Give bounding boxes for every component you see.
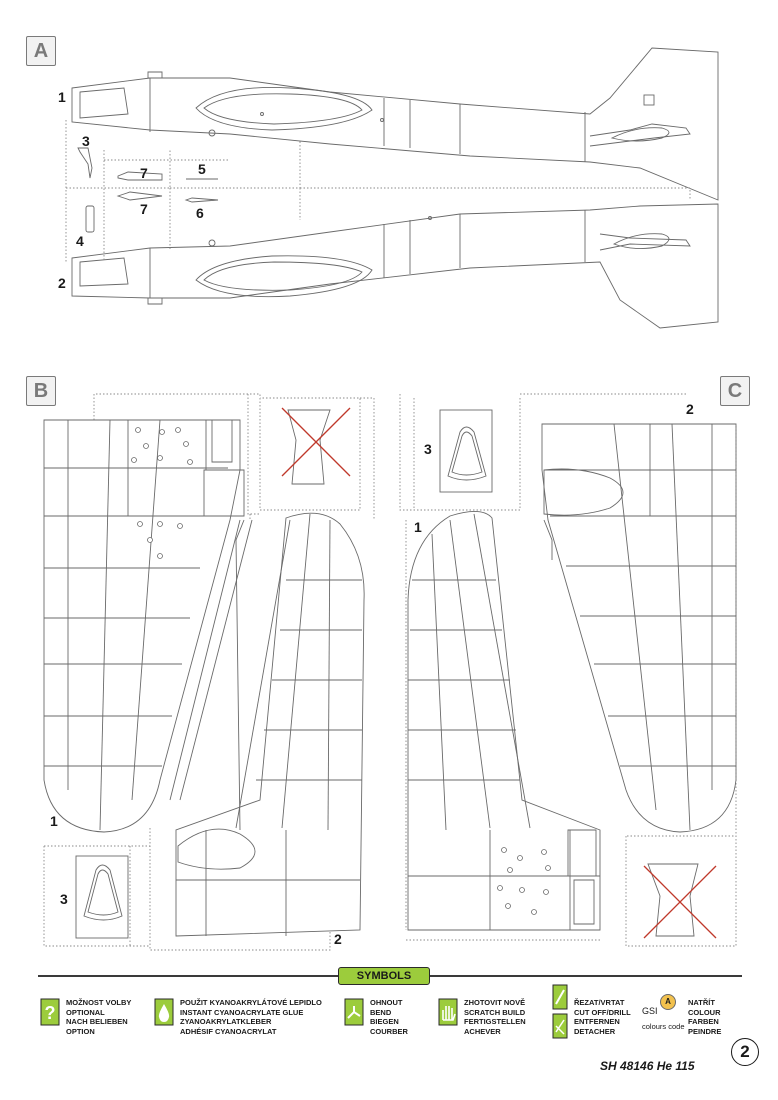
symbol-text-line: POUŽIT KYANOAKRYLÁTOVÉ LEPIDLO bbox=[180, 998, 322, 1007]
part-number-a7-bottom: 7 bbox=[140, 201, 148, 217]
wing-upper-b bbox=[43, 419, 253, 833]
section-label-c: C bbox=[720, 376, 750, 406]
small-parts-a bbox=[77, 147, 219, 233]
part-number-b1: 1 bbox=[50, 813, 58, 829]
wing-lower-b bbox=[175, 512, 365, 937]
page-number: 2 bbox=[731, 1038, 759, 1066]
symbol-optional: ? MOŽNOST VOLBY OPTIONAL NACH BELIEBEN O… bbox=[40, 998, 131, 1036]
question-icon: ? bbox=[40, 998, 60, 1026]
svg-text:?: ? bbox=[45, 1003, 56, 1023]
symbol-text-line: ŘEZAT/VRTAT bbox=[574, 998, 625, 1007]
connector-lines-b bbox=[43, 393, 375, 951]
fuselage-upper-part bbox=[71, 47, 719, 201]
symbols-title: SYMBOLS bbox=[338, 967, 430, 985]
part-number-b2: 2 bbox=[334, 931, 342, 947]
symbol-text-line: OPTION bbox=[66, 1026, 95, 1036]
wing-lower-c bbox=[407, 511, 601, 931]
symbol-bend: OHNOUT BEND BIEGEN COURBER bbox=[344, 998, 408, 1036]
symbol-text-line: ADHÉSIF CYANOACRYLAT bbox=[180, 1026, 277, 1036]
canopy-part-b3 bbox=[75, 855, 129, 939]
part-number-a6: 6 bbox=[196, 205, 204, 221]
part-number-c3: 3 bbox=[424, 441, 432, 457]
panel-holes bbox=[131, 427, 551, 915]
gsi-label: GSI bbox=[642, 1006, 658, 1016]
connector-lines-a bbox=[65, 120, 691, 262]
wing-upper-c bbox=[541, 423, 737, 833]
paint-icon: A bbox=[660, 994, 676, 1010]
part-number-a7-top: 7 bbox=[140, 165, 148, 181]
cut-drill-icon bbox=[552, 984, 568, 1039]
gsi-colours-code: GSI A colours code bbox=[642, 994, 685, 1034]
fuselage-lower-part bbox=[71, 203, 719, 329]
symbol-glue: POUŽIT KYANOAKRYLÁTOVÉ LEPIDLO INSTANT C… bbox=[154, 998, 322, 1036]
symbol-text-line: NATŘÍT bbox=[688, 998, 715, 1007]
symbol-cut-drill: ŘEZAT/VRTAT CUT OFF/DRILL ENTFERNEN DETA… bbox=[552, 984, 631, 1040]
part-number-a1: 1 bbox=[58, 89, 66, 105]
crossed-part-b bbox=[281, 407, 351, 485]
symbol-text-line: BIEGEN bbox=[370, 1017, 399, 1026]
product-code: SH 48146 He 115 bbox=[600, 1059, 695, 1073]
symbol-text-line: NACH BELIEBEN bbox=[66, 1017, 128, 1026]
symbol-text-line: INSTANT CYANOACRYLATE GLUE bbox=[180, 1007, 304, 1017]
symbol-text-line: DETACHER bbox=[574, 1026, 616, 1036]
symbol-text-line: FARBEN bbox=[688, 1017, 719, 1026]
symbol-text-line: ENTFERNEN bbox=[574, 1017, 620, 1026]
scratch-build-icon bbox=[438, 998, 458, 1026]
symbol-paint: GSI A colours code NATŘÍT COLOUR FARBEN … bbox=[642, 994, 722, 1036]
symbol-scratch-build: ZHOTOVIT NOVĚ SCRATCH BUILD FERTIGSTELLE… bbox=[438, 998, 526, 1036]
symbol-text-line: FERTIGSTELLEN bbox=[464, 1017, 526, 1026]
part-number-c1: 1 bbox=[414, 519, 422, 535]
part-number-b3: 3 bbox=[60, 891, 68, 907]
part-number-a3: 3 bbox=[82, 133, 90, 149]
bend-icon bbox=[344, 998, 364, 1026]
symbol-text-line: PEINDRE bbox=[688, 1026, 722, 1036]
gsi-code-label: colours code bbox=[642, 1022, 685, 1031]
symbol-text-line: OHNOUT bbox=[370, 998, 403, 1007]
crossed-part-c bbox=[643, 863, 717, 939]
symbol-text-line: COLOUR bbox=[688, 1007, 721, 1017]
glue-drop-icon bbox=[154, 998, 174, 1026]
symbol-text-line: BEND bbox=[370, 1007, 392, 1017]
section-label-a: A bbox=[26, 36, 56, 66]
part-number-c2: 2 bbox=[686, 401, 694, 417]
symbol-text-line: CUT OFF/DRILL bbox=[574, 1007, 631, 1017]
symbol-text-line: ACHEVER bbox=[464, 1026, 501, 1036]
connector-lines-c bbox=[399, 393, 737, 947]
canopy-part-c3 bbox=[439, 409, 493, 493]
symbol-text-line: MOŽNOST VOLBY bbox=[66, 998, 132, 1007]
symbol-text-line: SCRATCH BUILD bbox=[464, 1007, 526, 1017]
section-label-b: B bbox=[26, 376, 56, 406]
part-number-a5: 5 bbox=[198, 161, 206, 177]
symbol-text-line: ZHOTOVIT NOVĚ bbox=[464, 998, 526, 1007]
symbol-text-line: OPTIONAL bbox=[66, 1007, 105, 1017]
symbol-text-line: ZYANOAKRYLATKLEBER bbox=[180, 1017, 272, 1026]
part-number-a4: 4 bbox=[76, 233, 84, 249]
part-number-a2: 2 bbox=[58, 275, 66, 291]
symbol-text-line: COURBER bbox=[370, 1026, 408, 1036]
